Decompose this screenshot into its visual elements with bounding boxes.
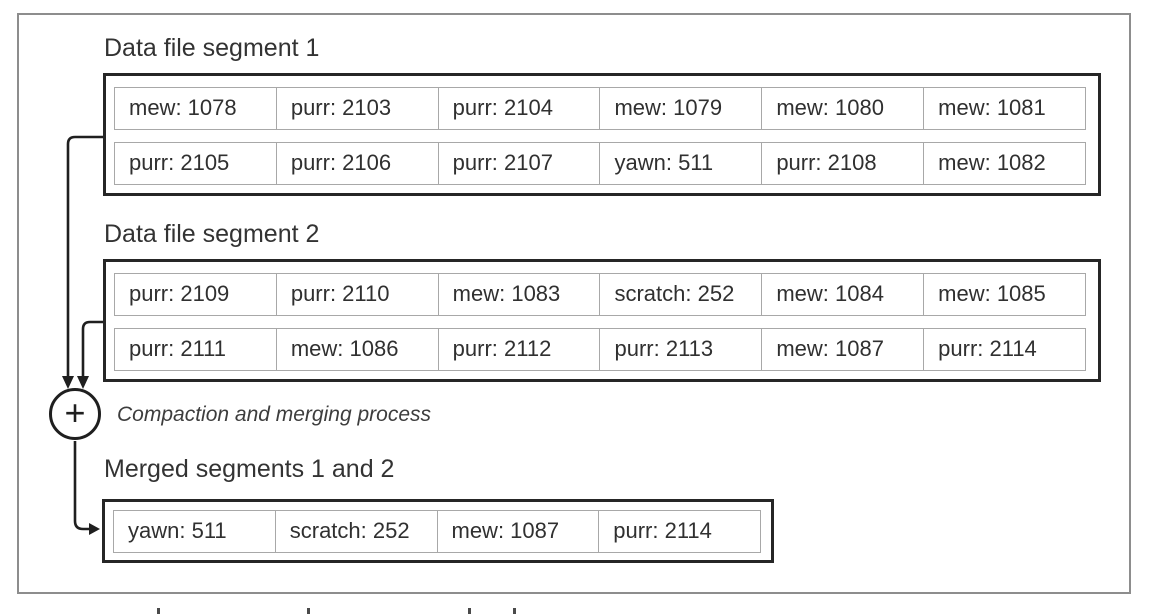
- record-cell: purr: 2107: [437, 141, 601, 185]
- record-cell: purr: 2106: [275, 141, 439, 185]
- record-cell: mew: 1084: [761, 272, 925, 316]
- record-cell: purr: 2109: [114, 272, 277, 316]
- record-cell: mew: 1078: [114, 86, 277, 130]
- record-cell: scratch: 252: [599, 272, 763, 316]
- plus-icon: +: [64, 391, 86, 433]
- cutoff-caption-fragment: [468, 608, 471, 614]
- record-cell: mew: 1079: [599, 86, 763, 130]
- record-cell: mew: 1083: [437, 272, 601, 316]
- record-cell: yawn: 511: [113, 509, 276, 553]
- merge-node: +: [49, 388, 101, 440]
- record-cell: mew: 1082: [923, 141, 1086, 185]
- record-cell: scratch: 252: [274, 509, 438, 553]
- record-cell: mew: 1087: [436, 509, 600, 553]
- cutoff-caption-fragment: [307, 608, 310, 614]
- record-cell: purr: 2104: [437, 86, 601, 130]
- merged-title: Merged segments 1 and 2: [104, 455, 395, 483]
- record-cell: mew: 1087: [761, 327, 925, 371]
- segment2-title: Data file segment 2: [104, 220, 320, 248]
- record-cell: mew: 1080: [761, 86, 925, 130]
- record-cell: purr: 2103: [275, 86, 439, 130]
- record-cell: mew: 1085: [923, 272, 1086, 316]
- cutoff-caption-fragment: [513, 608, 516, 614]
- merge-process-label: Compaction and merging process: [117, 403, 431, 426]
- cutoff-caption-fragment: [157, 608, 160, 614]
- record-cell: mew: 1081: [923, 86, 1086, 130]
- record-cell: yawn: 511: [599, 141, 763, 185]
- record-cell: purr: 2108: [761, 141, 925, 185]
- record-cell: mew: 1086: [275, 327, 439, 371]
- record-cell: purr: 2105: [114, 141, 277, 185]
- record-cell: purr: 2114: [923, 327, 1086, 371]
- record-cell: purr: 2114: [598, 509, 761, 553]
- record-cell: purr: 2110: [275, 272, 439, 316]
- record-cell: purr: 2111: [114, 327, 277, 371]
- record-cell: purr: 2112: [437, 327, 601, 371]
- segment1-title: Data file segment 1: [104, 34, 320, 62]
- record-cell: purr: 2113: [599, 327, 763, 371]
